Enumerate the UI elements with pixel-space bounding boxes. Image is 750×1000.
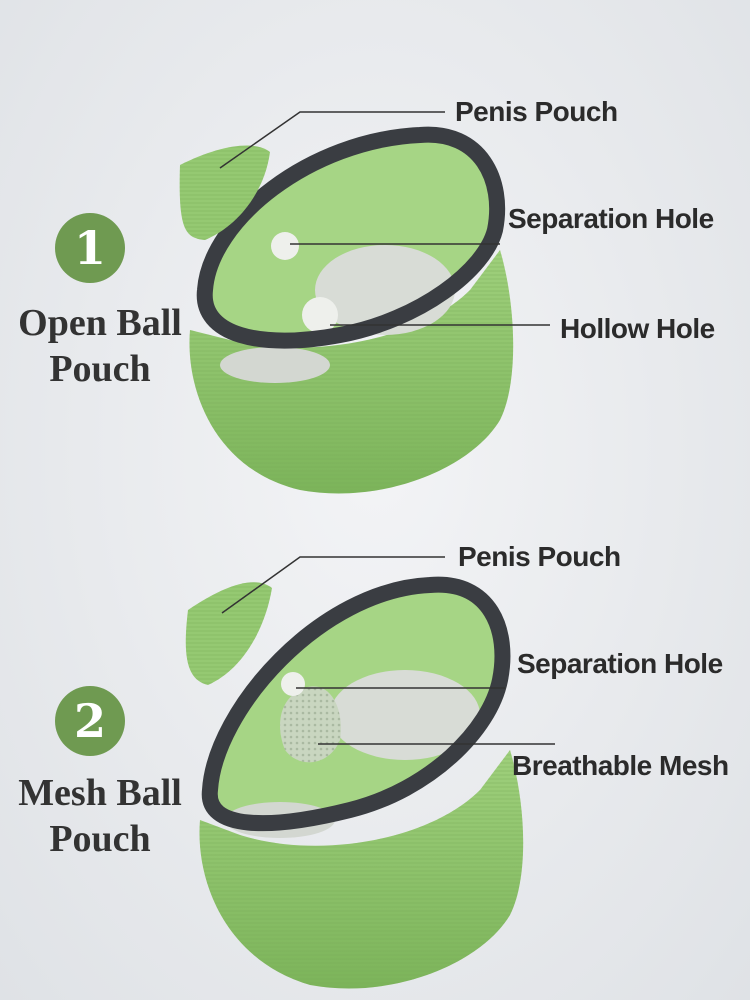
variant-title-line2: Pouch — [49, 348, 151, 390]
separation-hole-marker — [281, 672, 305, 696]
variant-title-line1: Mesh Ball — [18, 772, 182, 814]
variant-title-line2: Pouch — [49, 818, 151, 860]
hollow-hole-marker — [302, 297, 338, 333]
callout-penis-pouch: Penis Pouch — [458, 541, 621, 572]
underwear-illustration — [179, 111, 550, 494]
callout-hollow-hole: Hollow Hole — [560, 313, 715, 344]
variant-number-badge: 2 — [55, 686, 125, 756]
variant-title-line1: Open Ball — [18, 302, 182, 344]
product-panel-open-ball-pouch: 1 Open Ball Pouch Penis Pouch Separation… — [0, 96, 715, 494]
variant-title: Open Ball Pouch — [0, 300, 200, 392]
leader-line-penis-pouch — [221, 556, 445, 614]
callout-breathable-mesh: Breathable Mesh — [512, 750, 729, 781]
waistband — [201, 576, 511, 832]
waistband — [196, 126, 506, 349]
underwear-illustration — [185, 556, 555, 989]
leg-opening — [330, 670, 480, 760]
variant-number-badge: 1 — [55, 213, 125, 283]
callout-separation-hole: Separation Hole — [508, 203, 714, 234]
callout-separation-hole: Separation Hole — [517, 648, 723, 679]
variant-number: 1 — [73, 221, 106, 275]
leader-line-penis-pouch — [219, 111, 445, 169]
variant-title: Mesh Ball Pouch — [0, 770, 200, 862]
separation-hole-marker — [271, 232, 299, 260]
product-panel-mesh-ball-pouch: 2 Mesh Ball Pouch Penis Pouch Separation… — [0, 500, 750, 1000]
variant-number: 2 — [73, 694, 106, 748]
callout-penis-pouch: Penis Pouch — [455, 96, 618, 127]
